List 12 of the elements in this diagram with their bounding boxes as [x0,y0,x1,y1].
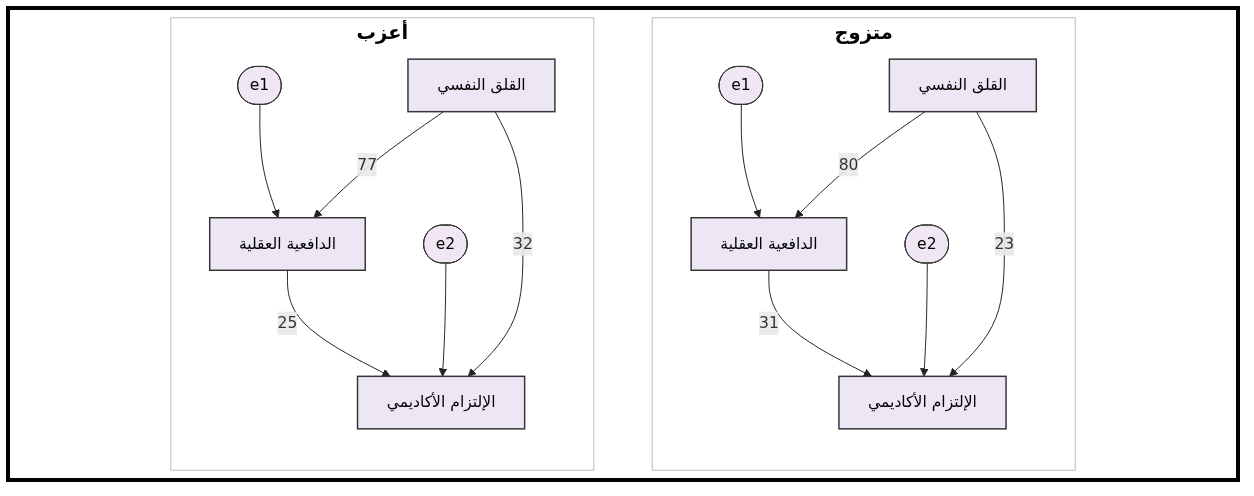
edge-label: 23 [994,234,1015,253]
edge-label: 77 [357,154,378,174]
node-box: الإلتزام الأكاديمي [356,375,526,430]
edge-label: 31 [758,313,779,333]
edge-label: 80 [838,154,859,174]
node-box: الدافعية العقلية [208,217,366,271]
edge-label: 25 [277,313,298,333]
node-box: الإلتزام الأكاديمي [838,375,1007,430]
edge-label: 32 [513,234,533,253]
node-box: القلق النفسي [888,58,1038,113]
node-box: القلق النفسي [407,58,556,113]
node-box: الدافعية العقلية [690,217,848,271]
